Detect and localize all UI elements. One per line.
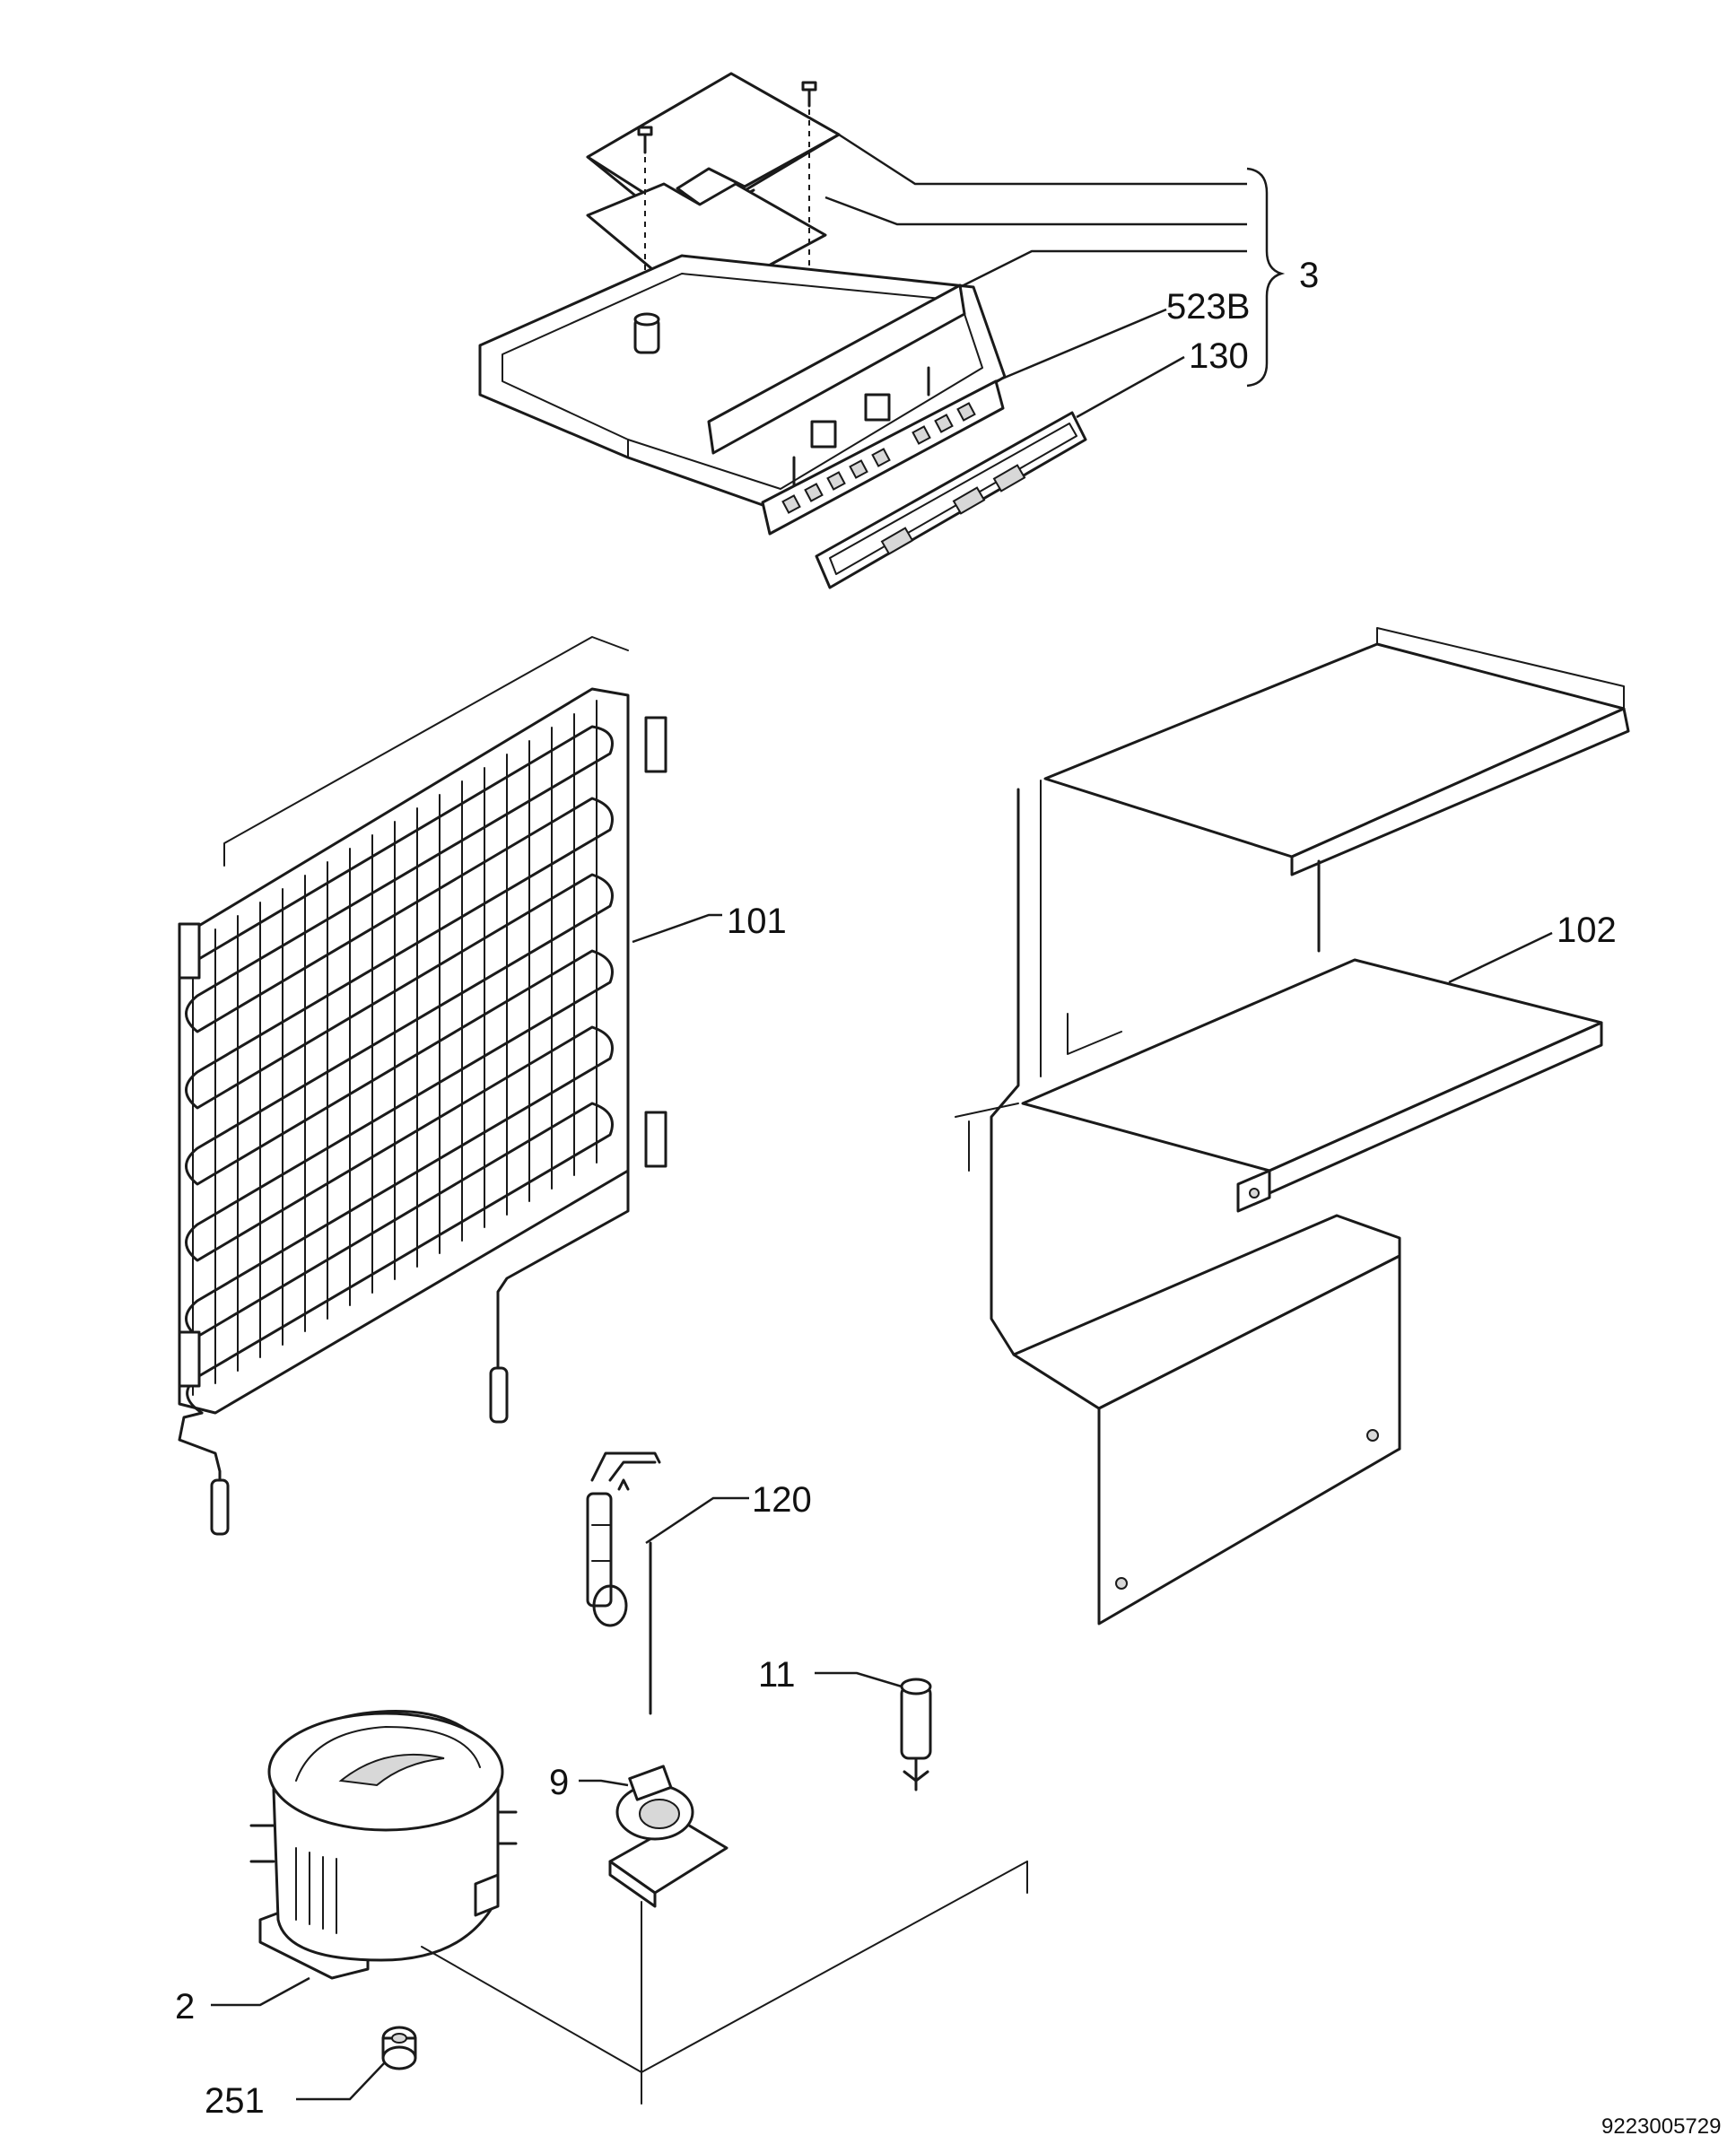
compressor bbox=[249, 1710, 518, 1980]
control-fascia bbox=[815, 411, 1087, 589]
clip-right bbox=[864, 393, 891, 422]
condenser bbox=[178, 636, 667, 1536]
bracket-top-right bbox=[644, 716, 667, 773]
label-part-3: 3 bbox=[1299, 256, 1319, 295]
label-part-130: 130 bbox=[1189, 336, 1249, 376]
shelf-bracket-assembly bbox=[955, 627, 1630, 1626]
label-part-523b: 523B bbox=[1166, 287, 1250, 327]
label-part-102: 102 bbox=[1557, 911, 1617, 950]
base-plinth bbox=[421, 1861, 1028, 2105]
leaders-top bbox=[824, 133, 1286, 419]
control-housing bbox=[478, 254, 1007, 513]
label-part-11: 11 bbox=[758, 1655, 796, 1695]
valve-part bbox=[900, 1678, 932, 1791]
label-part-251: 251 bbox=[205, 2081, 265, 2121]
bezel-buttons bbox=[781, 402, 976, 514]
label-part-2: 2 bbox=[175, 1987, 195, 2027]
clamp-part bbox=[608, 1765, 728, 1908]
screw-left bbox=[637, 126, 653, 154]
document-code: 9223005729 bbox=[1601, 2114, 1721, 2139]
circuit-board bbox=[707, 283, 966, 455]
label-part-120: 120 bbox=[752, 1480, 812, 1520]
control-panel-assembly bbox=[478, 72, 1007, 536]
grommet-part bbox=[381, 2026, 417, 2070]
label-part-101: 101 bbox=[727, 902, 787, 941]
bracket-top-left bbox=[178, 922, 201, 980]
thermostat-sensor bbox=[586, 1451, 661, 1715]
label-part-9: 9 bbox=[549, 1763, 569, 1802]
condenser-fins bbox=[192, 700, 598, 1396]
bracket-bottom-left bbox=[178, 1330, 201, 1388]
bracket-bottom-right bbox=[644, 1111, 667, 1168]
standoff bbox=[633, 312, 660, 354]
brace bbox=[1246, 167, 1286, 388]
screw-right bbox=[801, 81, 817, 108]
clip-left bbox=[810, 420, 837, 449]
